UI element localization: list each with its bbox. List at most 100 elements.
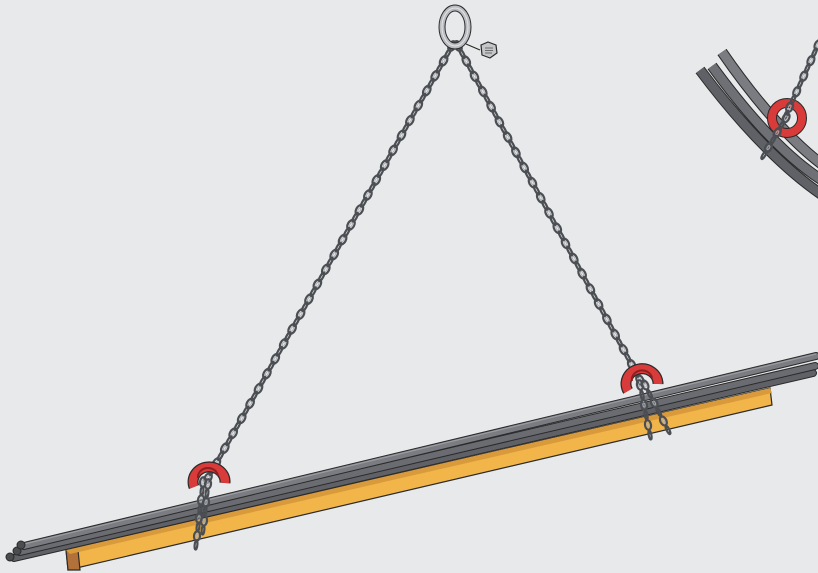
chain-link-highlight (365, 192, 370, 198)
chain-link-highlight (222, 445, 227, 451)
chain-link-highlight (424, 88, 429, 94)
chain-link-highlight (643, 382, 647, 388)
chain-link-highlight (652, 400, 657, 406)
chain-link (233, 420, 242, 432)
chain-link-highlight (195, 533, 199, 539)
chain-link (508, 139, 516, 151)
chain-link-highlight (580, 271, 585, 277)
chain-link (557, 230, 566, 242)
chain-link (483, 93, 491, 105)
chain-link-highlight (809, 58, 813, 64)
chain-link-highlight (391, 147, 396, 153)
chain-link-highlight (202, 518, 206, 524)
chain-link (193, 539, 199, 551)
chain-link-highlight (273, 356, 278, 362)
chain-link-highlight (571, 255, 576, 262)
chain-link (599, 306, 607, 318)
chain-link-highlight (332, 252, 337, 258)
chain-link-highlight (231, 430, 236, 436)
chain-link-highlight (604, 316, 609, 322)
chain-link (418, 92, 427, 104)
chain-link (607, 321, 615, 333)
chain-link (623, 351, 632, 363)
chain-link-highlight (596, 301, 601, 307)
chain-link (300, 301, 309, 313)
chain-link-highlight (433, 73, 438, 79)
chain-link (351, 211, 360, 223)
chain-link-highlight (290, 326, 295, 332)
chain-link-highlight (407, 117, 412, 124)
chain-link-highlight (646, 422, 650, 428)
chain-link (385, 152, 393, 164)
chain-link (615, 336, 624, 348)
left-chain-leg (203, 40, 457, 484)
chain-link (309, 286, 318, 298)
chain-link (292, 316, 301, 328)
chain-link-highlight (323, 266, 328, 272)
chain-link (499, 124, 508, 135)
chain-link-highlight (794, 89, 799, 95)
chain-link-highlight (239, 415, 244, 421)
right-chain-tail (635, 379, 672, 441)
chain-link-highlight (340, 237, 345, 243)
chain-link-highlight (315, 281, 320, 287)
chain-link (216, 450, 225, 462)
chain-link (258, 375, 267, 387)
chain-link (796, 78, 804, 90)
chain-link (242, 405, 250, 417)
chain-link-highlight (621, 347, 626, 353)
chain-link-highlight (374, 177, 379, 183)
chain-link-highlight (522, 164, 527, 171)
chain-link-highlight (441, 58, 446, 64)
chain-link (590, 291, 599, 302)
chain-link-highlight (530, 180, 535, 186)
chain-link-highlight (206, 481, 210, 487)
chain-link-highlight (199, 497, 203, 503)
chain-link (549, 215, 557, 227)
chain-link-highlight (298, 311, 303, 317)
master-ring (438, 4, 472, 50)
chain-link-highlight (661, 418, 666, 424)
chain-link-highlight (775, 130, 780, 136)
chain-link (760, 149, 768, 161)
chain-link-highlight (357, 207, 362, 213)
chain-link-highlight (204, 499, 208, 506)
chain-link (664, 424, 672, 436)
chain-link-highlight (307, 296, 311, 302)
chain-link-highlight (538, 195, 543, 201)
wooden-support-beam (65, 387, 773, 571)
chain-link (225, 435, 233, 447)
chain-link-highlight (513, 149, 518, 155)
chain-link-highlight (642, 402, 646, 408)
chain-link (516, 154, 524, 166)
chain-link (474, 78, 483, 90)
chain-link-highlight (787, 104, 792, 110)
chain-link (284, 331, 292, 342)
chain-link (376, 167, 385, 179)
chain-link-highlight (399, 132, 404, 138)
hammerlock-tag (465, 41, 498, 59)
chain-link (565, 245, 574, 257)
chain-link-highlight (382, 162, 387, 168)
chain-link-highlight (201, 479, 205, 485)
chain-link (204, 487, 210, 499)
chain-link-highlight (256, 386, 261, 392)
inset-bent-pipes (695, 39, 818, 199)
chain-link-highlight (264, 371, 269, 377)
chain-link-highlight (555, 225, 560, 231)
chain-link (427, 77, 435, 89)
chain-link (359, 196, 368, 208)
left-choke-hook (187, 461, 231, 489)
right-chain-leg (453, 40, 645, 386)
chain-link-highlight (480, 88, 485, 95)
chain-link (458, 48, 466, 60)
chain-link (647, 429, 653, 441)
chain-link-highlight (489, 104, 494, 110)
chain-link (200, 524, 206, 536)
chain-link (342, 226, 351, 238)
chain-link-highlight (766, 145, 771, 150)
chain-link (334, 241, 343, 253)
chain-link-highlight (281, 341, 286, 347)
chain-link (317, 271, 326, 283)
